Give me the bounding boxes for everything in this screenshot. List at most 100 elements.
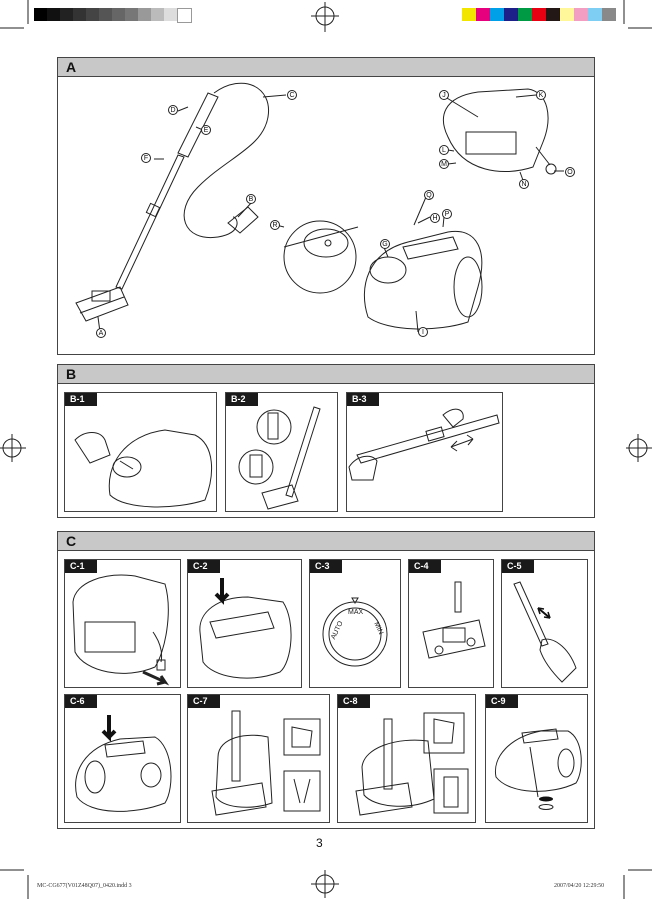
panel-tag: B-3 xyxy=(347,393,379,406)
panel-c2: C-2 xyxy=(187,559,302,688)
section-a-letter: A xyxy=(66,59,77,75)
vacuum-body-illustration xyxy=(363,230,483,330)
section-c-header: C xyxy=(58,532,594,551)
panel-c6: C-6 xyxy=(64,694,181,823)
filter-detail-inset xyxy=(283,220,359,294)
part-label-j: J xyxy=(439,90,449,100)
part-label-n: N xyxy=(519,179,529,189)
panel-c5: C-5 xyxy=(501,559,588,688)
leader-lines xyxy=(97,94,564,333)
panel-tag: C-9 xyxy=(486,695,518,708)
color-swatch xyxy=(532,8,546,21)
panel-b3: B-3 xyxy=(346,392,503,512)
panel-tag: C-4 xyxy=(409,560,441,573)
panel-c7: C-7 xyxy=(187,694,330,823)
gray-swatch xyxy=(47,8,60,21)
gray-swatch xyxy=(60,8,73,21)
part-label-h: H xyxy=(430,213,440,223)
section-a: A xyxy=(57,57,595,355)
panel-b1: B-1 xyxy=(64,392,217,512)
telescopic-tube-illustration xyxy=(348,408,500,481)
part-label-k: K xyxy=(536,90,546,100)
color-swatch xyxy=(518,8,532,21)
color-swatch xyxy=(574,8,588,21)
cord-rewind-illustration xyxy=(75,715,172,812)
panel-c3: C-3 MAX AUTO MIN xyxy=(309,559,401,688)
power-button-illustration xyxy=(199,578,292,679)
panel-c1: C-1 xyxy=(64,559,181,688)
panel-tag: C-6 xyxy=(65,695,97,708)
extension-tube-illustration xyxy=(115,154,185,290)
tube-connect-illustration xyxy=(238,406,321,510)
part-label-g: G xyxy=(380,239,390,249)
power-dial-illustration: MAX AUTO MIN xyxy=(322,597,388,667)
hose-illustration xyxy=(183,82,269,239)
part-label-m: M xyxy=(439,159,449,169)
panel-tag: C-7 xyxy=(188,695,220,708)
gray-swatch xyxy=(164,8,177,21)
section-b: B B-1 B-2 B-3 xyxy=(57,364,595,518)
page-number: 3 xyxy=(316,836,323,850)
section-b-header: B xyxy=(58,365,594,384)
plug-in-illustration xyxy=(72,574,170,686)
part-label-i: I xyxy=(418,327,428,337)
section-b-letter: B xyxy=(66,366,77,382)
registration-mark-top xyxy=(311,2,339,32)
gray-swatch xyxy=(138,8,151,21)
storage-position-illustration xyxy=(355,712,469,816)
color-swatch xyxy=(546,8,560,21)
footer-file-name: MC-CG677(V01Z48Q07)_0420.indd 3 xyxy=(37,883,132,889)
gray-swatch xyxy=(34,8,47,21)
panel-tag: C-3 xyxy=(310,560,342,573)
color-swatch xyxy=(462,8,476,21)
gray-swatch xyxy=(112,8,125,21)
color-swatch xyxy=(490,8,504,21)
part-label-c: C xyxy=(287,90,297,100)
gray-swatch xyxy=(177,8,192,23)
part-label-q: Q xyxy=(424,190,434,200)
panel-tag: C-1 xyxy=(65,560,97,573)
tube-adjust-illustration xyxy=(513,581,577,683)
section-c-letter: C xyxy=(66,533,77,549)
hose-handle-illustration xyxy=(177,92,219,158)
gray-swatch xyxy=(99,8,112,21)
hose-insert-illustration xyxy=(74,429,213,508)
part-label-o: O xyxy=(565,167,575,177)
part-label-e: E xyxy=(201,125,211,135)
panel-tag: B-2 xyxy=(226,393,258,406)
panel-tag: C-2 xyxy=(188,560,220,573)
gray-swatch xyxy=(151,8,164,21)
panel-tag: B-1 xyxy=(65,393,97,406)
part-label-p: P xyxy=(442,209,452,219)
gray-swatch xyxy=(86,8,99,21)
color-swatch xyxy=(588,8,602,21)
part-label-l: L xyxy=(439,145,449,155)
color-swatch xyxy=(504,8,518,21)
gray-swatch xyxy=(73,8,86,21)
dial-max-label: MAX xyxy=(348,609,364,616)
vacuum-rear-illustration xyxy=(443,88,557,175)
registration-mark-bottom xyxy=(311,870,339,898)
panel-b2: B-2 xyxy=(225,392,338,512)
color-swatch xyxy=(602,8,616,21)
section-c: C C-1 C-2 C-3 MAX AUTO MIN C-4 xyxy=(57,531,595,829)
parking-position-illustration xyxy=(211,710,321,816)
dial-auto-label: AUTO xyxy=(330,620,345,641)
vacuum-parts-diagram xyxy=(75,82,564,333)
part-label-f: F xyxy=(141,153,151,163)
panel-c8: C-8 xyxy=(337,694,476,823)
dial-min-label: MIN xyxy=(372,621,384,636)
registration-mark-right xyxy=(626,434,652,462)
part-label-r: R xyxy=(270,220,280,230)
floor-nozzle-illustration xyxy=(75,286,129,322)
color-swatch xyxy=(560,8,574,21)
panel-c4: C-4 xyxy=(408,559,494,688)
part-label-d: D xyxy=(168,105,178,115)
section-a-header: A xyxy=(58,58,594,77)
gray-swatch xyxy=(125,8,138,21)
part-label-a: A xyxy=(96,328,106,338)
part-label-b: B xyxy=(246,194,256,204)
dust-indicator-illustration xyxy=(494,728,582,810)
nozzle-use-illustration xyxy=(422,581,486,659)
